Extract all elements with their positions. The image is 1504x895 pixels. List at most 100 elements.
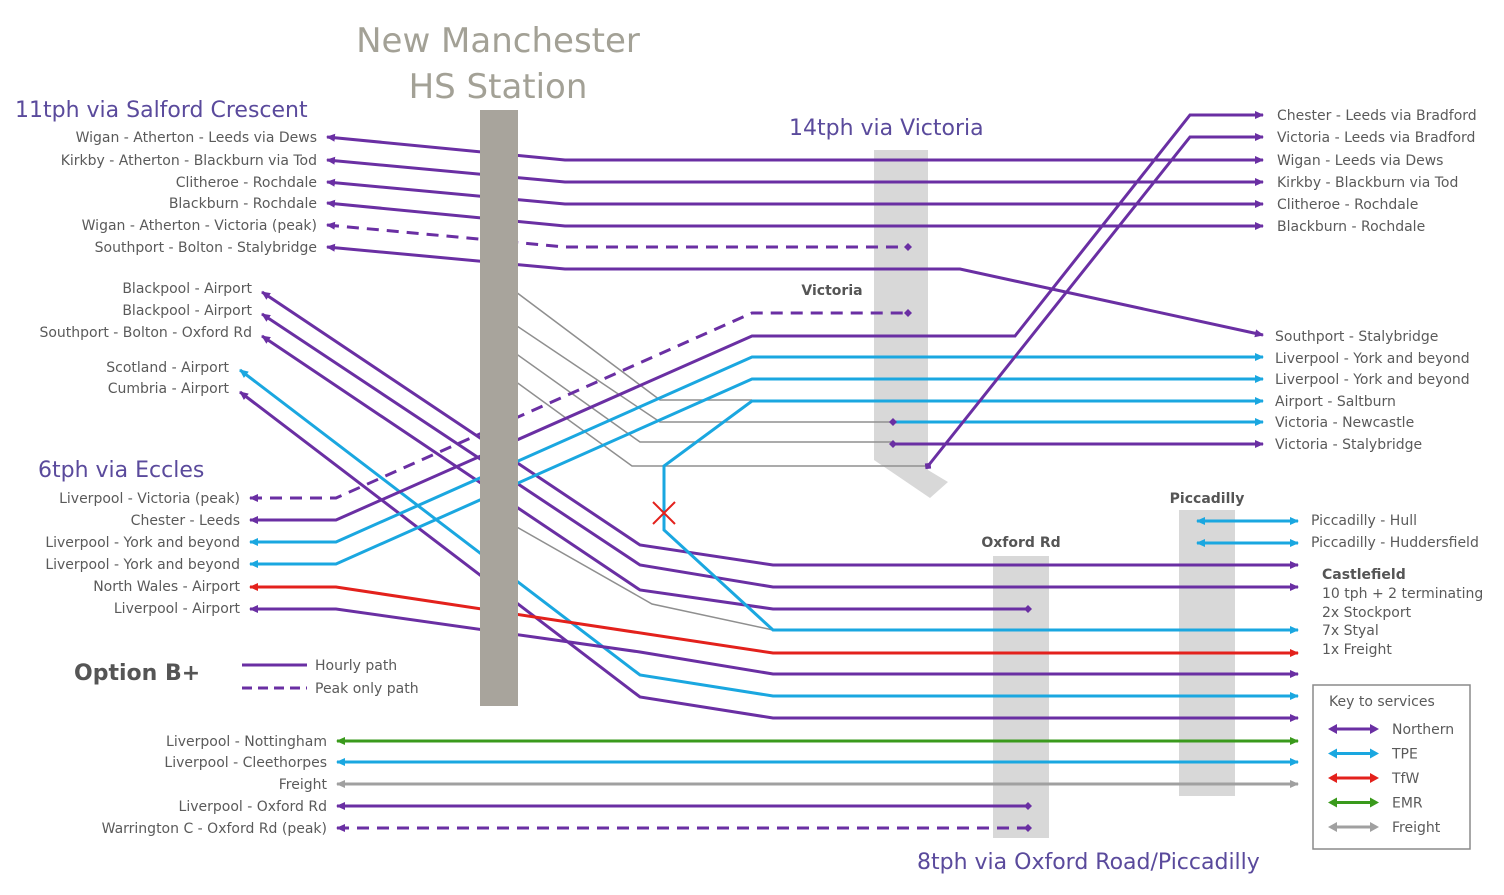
castlefield-line: 7x Styal xyxy=(1322,623,1379,639)
left-label: Liverpool - Airport xyxy=(114,601,241,617)
grey-link-line xyxy=(507,347,893,443)
left-label: Clitheroe - Rochdale xyxy=(176,175,317,191)
route-liverpool-victoria-peak xyxy=(249,309,912,502)
station-piccadilly-label: Piccadilly xyxy=(1170,491,1245,507)
left-label: Liverpool - York and beyond xyxy=(45,557,240,573)
left-label: Kirkby - Atherton - Blackburn via Tod xyxy=(61,153,317,169)
route-cumbria-airport xyxy=(239,390,1299,722)
key-arrowhead xyxy=(1328,822,1337,832)
right-label: Kirkby - Blackburn via Tod xyxy=(1277,175,1458,191)
route-blackpool-airport-2 xyxy=(261,312,1299,591)
left-label: Freight xyxy=(279,777,328,793)
right-label: Chester - Leeds via Bradford xyxy=(1277,108,1477,124)
key-arrowhead xyxy=(1370,822,1379,832)
closed-cross-icon xyxy=(652,501,676,525)
left-labels-salford: Wigan - Atherton - Leeds via Dews Kirkby… xyxy=(61,130,317,256)
castlefield-line: 10 tph + 2 terminating xyxy=(1322,586,1483,602)
right-label: Liverpool - York and beyond xyxy=(1275,372,1470,388)
route-liverpool-airport xyxy=(249,605,1299,678)
left-label: Chester - Leeds xyxy=(131,513,240,529)
right-label: Clitheroe - Rochdale xyxy=(1277,197,1418,213)
right-label: Victoria - Newcastle xyxy=(1275,415,1414,431)
key-arrowhead xyxy=(1328,797,1337,808)
left-labels-bottom: Liverpool - Nottingham Liverpool - Cleet… xyxy=(102,734,328,837)
right-label: Victoria - Leeds via Bradford xyxy=(1277,130,1475,146)
right-label: Piccadilly - Hull xyxy=(1311,513,1417,529)
right-labels-victoria-mid: Southport - Stalybridge Liverpool - York… xyxy=(1275,329,1470,453)
key-arrowhead xyxy=(1370,797,1379,808)
key-item-label: TPE xyxy=(1391,747,1418,763)
left-label: Warrington C - Oxford Rd (peak) xyxy=(102,821,327,837)
left-label: Southport - Bolton - Oxford Rd xyxy=(39,325,252,341)
key-item-label: Freight xyxy=(1392,820,1441,836)
path-legend: Option B+ Hourly path Peak only path xyxy=(74,658,419,697)
key-title: Key to services xyxy=(1329,694,1435,710)
left-label: Blackpool - Airport xyxy=(122,281,252,297)
title-line2: HS Station xyxy=(409,67,588,107)
option-label: Option B+ xyxy=(74,661,200,686)
piccadilly-routes xyxy=(1196,517,1299,547)
hs-station-bar xyxy=(480,110,518,706)
route-southport-stalybridge xyxy=(326,243,1264,338)
left-label: Liverpool - Oxford Rd xyxy=(179,799,327,815)
key-arrowhead xyxy=(1370,724,1379,734)
victoria-internal-routes xyxy=(662,133,1299,634)
route-blackpool-airport-1 xyxy=(261,290,1299,569)
right-labels-piccadilly: Piccadilly - Hull Piccadilly - Huddersfi… xyxy=(1311,513,1479,551)
route-scotland-airport xyxy=(239,368,1299,700)
right-label: Blackburn - Rochdale xyxy=(1277,219,1425,235)
peak-path-label: Peak only path xyxy=(315,681,419,697)
key-item-label: Northern xyxy=(1392,722,1454,738)
castlefield-title: Castlefield xyxy=(1322,567,1406,583)
left-label: Liverpool - Cleethorpes xyxy=(164,755,327,771)
station-oxford-rd-label: Oxford Rd xyxy=(981,535,1060,551)
heading-oxford-piccadilly: 8tph via Oxford Road/Piccadilly xyxy=(917,850,1260,875)
right-label: Liverpool - York and beyond xyxy=(1275,351,1470,367)
left-label: Wigan - Atherton - Leeds via Dews xyxy=(76,130,317,146)
grey-link-line xyxy=(507,521,774,631)
left-label: Wigan - Atherton - Victoria (peak) xyxy=(82,218,317,234)
key-arrowhead xyxy=(1328,724,1337,734)
left-label: Blackburn - Rochdale xyxy=(169,196,317,212)
route-chester-leeds xyxy=(249,111,1264,524)
route-wigan-victoria-peak xyxy=(326,221,912,251)
left-labels-eccles: Liverpool - Victoria (peak) Chester - Le… xyxy=(45,491,240,617)
key-item-label: EMR xyxy=(1392,796,1423,812)
key-arrowhead xyxy=(1370,748,1379,759)
key-box xyxy=(1312,684,1471,850)
right-labels-victoria-top: Chester - Leeds via Bradford Victoria - … xyxy=(1277,108,1477,235)
salford-routes xyxy=(326,133,1264,338)
left-label: Cumbria - Airport xyxy=(108,381,230,397)
route-kirkby-blackburn xyxy=(326,156,1264,186)
left-labels-airport: Blackpool - Airport Blackpool - Airport … xyxy=(39,281,252,397)
heading-salford: 11tph via Salford Crescent xyxy=(15,98,308,123)
heading-eccles: 6tph via Eccles xyxy=(38,458,204,483)
left-label: Scotland - Airport xyxy=(106,360,229,376)
key-item-label: TfW xyxy=(1391,771,1419,787)
key-arrowhead xyxy=(1328,748,1337,759)
left-label: Blackpool - Airport xyxy=(122,303,252,319)
key-arrowhead xyxy=(1370,773,1379,783)
right-label: Piccadilly - Huddersfield xyxy=(1311,535,1479,551)
key-arrowhead xyxy=(1328,773,1337,783)
right-label: Victoria - Stalybridge xyxy=(1275,437,1422,453)
left-label: Liverpool - Victoria (peak) xyxy=(59,491,240,507)
bottom-routes xyxy=(336,737,1299,832)
right-label: Southport - Stalybridge xyxy=(1275,329,1438,345)
left-label: Southport - Bolton - Stalybridge xyxy=(95,240,317,256)
castlefield-line: 2x Stockport xyxy=(1322,605,1412,621)
station-victoria-label: Victoria xyxy=(801,283,862,299)
left-label: Liverpool - York and beyond xyxy=(45,535,240,551)
route-airport-saltburn xyxy=(662,397,1299,634)
right-label: Wigan - Leeds via Dews xyxy=(1277,153,1443,169)
right-label: Airport - Saltburn xyxy=(1275,394,1396,410)
title-line1: New Manchester xyxy=(356,21,640,61)
victoria-station-block xyxy=(874,150,948,498)
grey-link-line xyxy=(507,285,752,401)
hourly-path-label: Hourly path xyxy=(315,658,397,674)
heading-victoria: 14tph via Victoria xyxy=(789,116,984,141)
castlefield-line: 1x Freight xyxy=(1322,642,1392,658)
left-label: North Wales - Airport xyxy=(93,579,240,595)
